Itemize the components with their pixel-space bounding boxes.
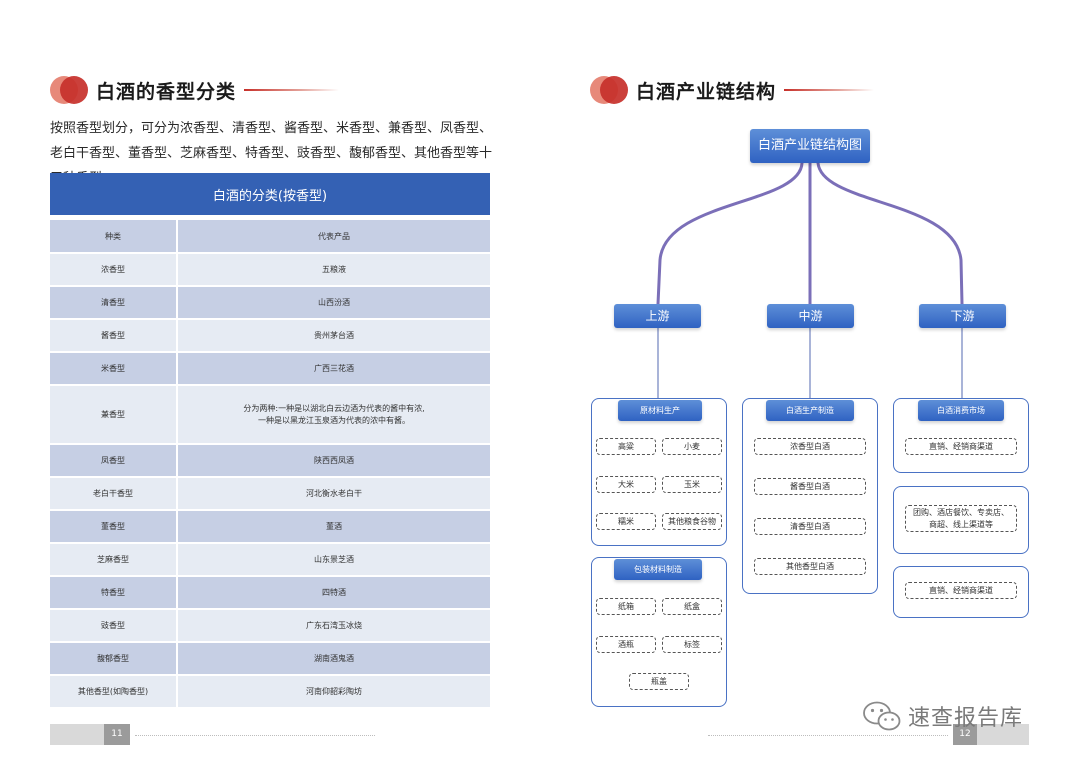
left-section-title: 白酒的香型分类 [96,80,237,103]
table-row: 米香型 广西三花酒 [50,352,490,386]
table-row: 清香型 山西汾酒 [50,286,490,320]
type-cell: 其他香型(如陶香型) [50,675,178,709]
footer-divider [135,735,375,736]
product-cell: 董酒 [177,510,490,544]
left-section-header: 白酒的香型分类 [50,76,340,104]
raw-item: 高粱 [596,438,656,455]
type-cell: 清香型 [50,286,178,320]
table-row: 芝麻香型 山东景芝酒 [50,543,490,577]
table-row: 老白干香型 河北衡水老白干 [50,477,490,511]
right-section-title: 白酒产业链结构 [636,80,777,103]
product-cell: 贵州茅台酒 [177,319,490,353]
product-cell: 山东景芝酒 [177,543,490,577]
type-cell: 凤香型 [50,444,178,478]
red-circles-icon [590,76,628,104]
liquor-type-item: 其他香型白酒 [754,558,866,575]
type-cell: 兼香型 [50,385,178,445]
header-type: 种类 [50,220,178,254]
stage-upstream: 上游 [614,304,701,328]
table-row: 兼香型 分为两种:一种是以湖北白云边酒为代表的酱中有浓, 一种是以黑龙江玉泉酒为… [50,385,490,445]
channel-item: 团购、酒店餐饮、专卖店、 商超、线上渠道等 [905,505,1017,532]
type-cell: 芝麻香型 [50,543,178,577]
type-cell: 董香型 [50,510,178,544]
table-caption: 白酒的分类(按香型) [50,173,490,217]
table-row: 浓香型 五粮液 [50,253,490,287]
product-cell: 五粮液 [177,253,490,287]
consumer-market-title: 白酒消费市场 [918,400,1004,421]
liquor-type-item: 清香型白酒 [754,518,866,535]
table-row: 特香型 四特酒 [50,576,490,610]
page-number: 12 [953,724,977,745]
pack-item: 标签 [662,636,722,653]
raw-item: 糯米 [596,513,656,530]
liquor-type-item: 酱香型白酒 [754,478,866,495]
raw-material-title: 原材料生产 [618,400,702,421]
product-cell: 山西汾酒 [177,286,490,320]
connector-to-downstream [816,161,964,306]
red-circles-icon [50,76,88,104]
type-cell: 酱香型 [50,319,178,353]
pack-item: 纸盒 [662,598,722,615]
product-cell: 湖南酒鬼酒 [177,642,490,676]
type-cell: 老白干香型 [50,477,178,511]
product-cell: 广西三花酒 [177,352,490,386]
stage-downstream: 下游 [919,304,1006,328]
title-underline [784,89,875,91]
pack-item: 酒瓶 [596,636,656,653]
product-cell: 河南仰韶彩陶坊 [177,675,490,709]
type-cell: 特香型 [50,576,178,610]
chain-root-node: 白酒产业链结构图 [750,129,870,163]
right-page-footer: 12 [953,724,1029,745]
table-row: 董香型 董酒 [50,510,490,544]
type-cell: 米香型 [50,352,178,386]
product-cell: 河北衡水老白干 [177,477,490,511]
product-cell: 陕西西凤酒 [177,444,490,478]
watermark-text: 速查报告库 [908,706,1024,731]
left-page-footer: 11 [50,724,130,745]
page-number: 11 [104,724,130,745]
table-row: 豉香型 广东石湾玉冰烧 [50,609,490,643]
production-title: 白酒生产制造 [766,400,854,421]
pack-item: 瓶盖 [629,673,689,690]
channel-item: 直销、经销商渠道 [905,438,1017,455]
table-header-row: 种类 代表产品 [50,220,490,254]
product-cell: 分为两种:一种是以湖北白云边酒为代表的酱中有浓, 一种是以黑龙江玉泉酒为代表的浓… [177,385,490,445]
wechat-icon [863,701,901,731]
raw-item: 小麦 [662,438,722,455]
table-row: 其他香型(如陶香型) 河南仰韶彩陶坊 [50,675,490,709]
product-cell: 广东石湾玉冰烧 [177,609,490,643]
stage-midstream: 中游 [767,304,854,328]
footer-divider [708,735,948,736]
table-row: 酱香型 贵州茅台酒 [50,319,490,353]
packaging-title: 包装材料制造 [614,559,702,580]
raw-item: 其他粮食谷物 [662,513,722,530]
title-underline [244,89,340,91]
product-cell: 四特酒 [177,576,490,610]
watermark: 速查报告库 [862,700,1023,732]
table-row: 馥郁香型 湖南酒鬼酒 [50,642,490,676]
liquor-type-item: 浓香型白酒 [754,438,866,455]
type-cell: 馥郁香型 [50,642,178,676]
aroma-type-table: 白酒的分类(按香型) 种类 代表产品 浓香型 五粮液 清香型 山西汾酒 酱香型 … [50,173,490,709]
type-cell: 豉香型 [50,609,178,643]
raw-item: 玉米 [662,476,722,493]
header-product: 代表产品 [177,220,490,254]
connector-to-upstream [656,161,804,306]
right-section-header: 白酒产业链结构 [590,76,875,104]
type-cell: 浓香型 [50,253,178,287]
raw-item: 大米 [596,476,656,493]
table-row: 凤香型 陕西西凤酒 [50,444,490,478]
pack-item: 纸箱 [596,598,656,615]
channel-item: 直销、经销商渠道 [905,582,1017,599]
